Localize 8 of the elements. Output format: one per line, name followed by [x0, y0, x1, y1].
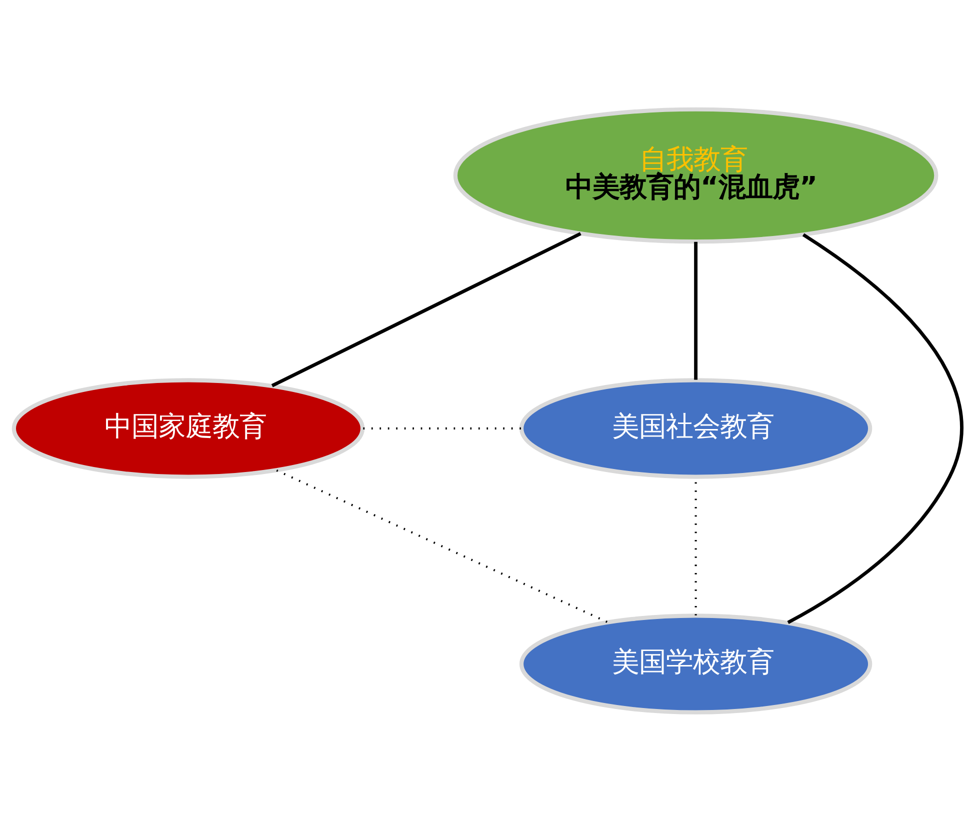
node-ellipse: 中国家庭教育 — [12, 378, 365, 478]
connector — [694, 241, 698, 380]
node-ellipse: 自我教育 中美教育的“混血虎” — [453, 106, 938, 244]
connector — [787, 232, 964, 624]
node-ellipse: 美国社会教育 — [519, 378, 872, 478]
node-ellipse: 美国学校教育 — [519, 613, 872, 714]
connector — [271, 232, 582, 387]
connector — [276, 468, 608, 622]
